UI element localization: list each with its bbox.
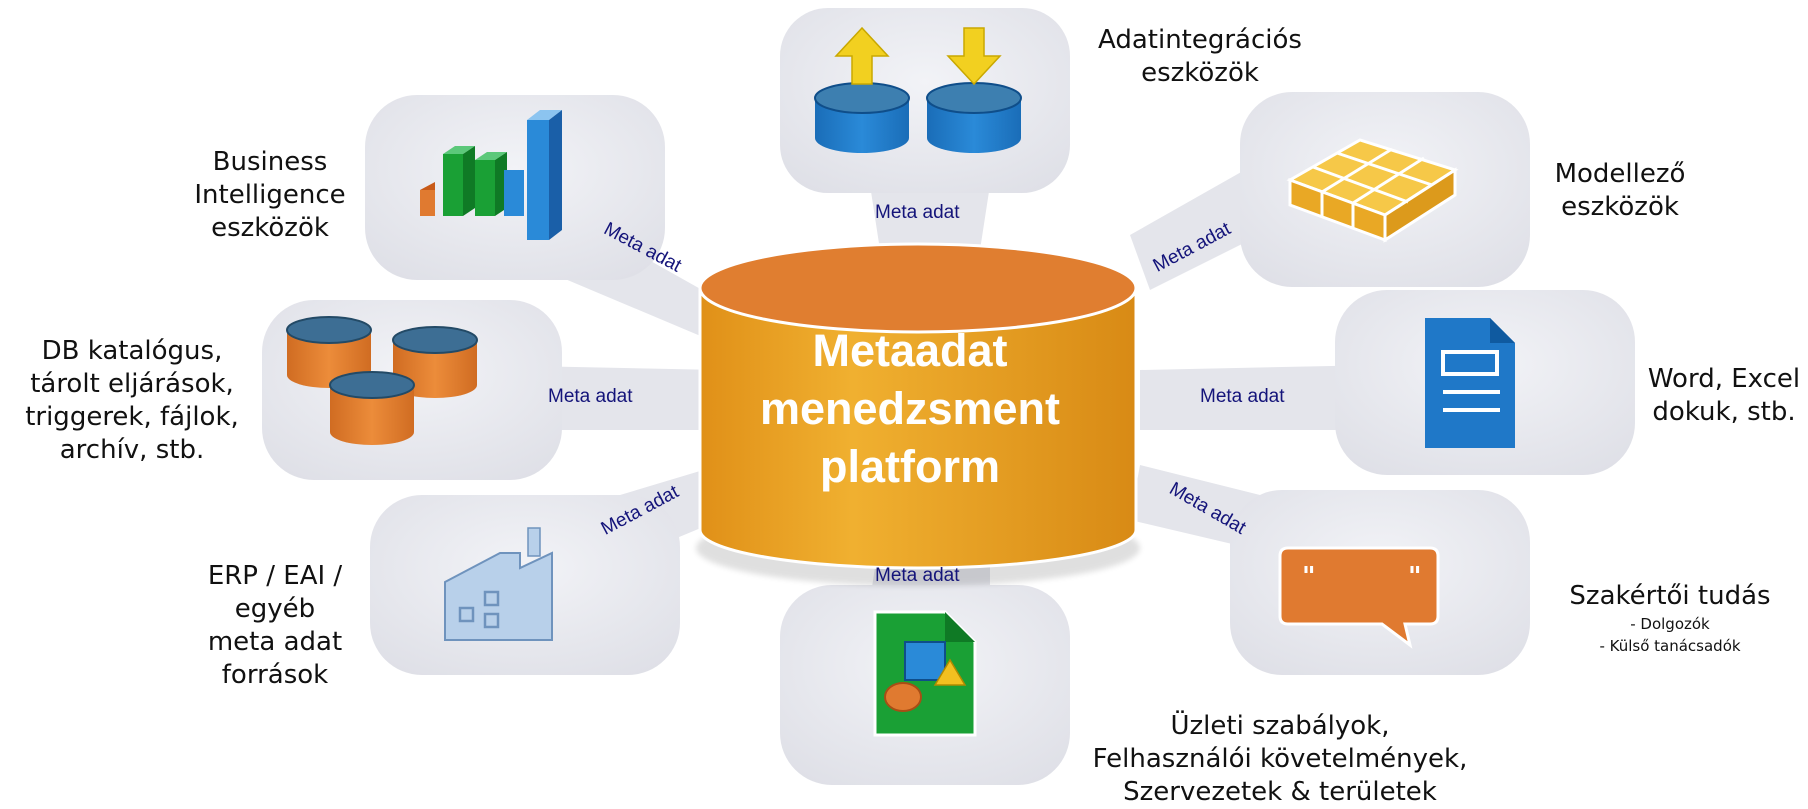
label-line: meta adat xyxy=(207,627,343,657)
svg-text:": " xyxy=(1408,562,1422,592)
label-line: Business xyxy=(212,147,328,177)
label-line: Adatintegrációs xyxy=(1098,25,1302,55)
shapes-document-icon xyxy=(873,610,977,737)
meta-label-top: Meta adat xyxy=(875,202,960,223)
speech-bubble-icon: " " xyxy=(1278,546,1440,649)
meta-label-right: Meta adat xyxy=(1200,386,1285,407)
grid-model-icon xyxy=(1286,138,1459,243)
label-bi: Business Intelligence eszközök xyxy=(180,146,360,245)
label-line: DB katalógus, xyxy=(41,336,223,366)
label-uzleti: Üzleti szabályok, Felhasználói követelmé… xyxy=(1060,710,1500,809)
connector-right xyxy=(1140,365,1380,430)
factory-icon xyxy=(444,527,553,641)
label-line: ERP / EAI / xyxy=(207,561,343,591)
platform-title-line-3: platform xyxy=(820,441,1000,492)
label-line: egyéb xyxy=(234,594,316,624)
label-line: eszközök xyxy=(211,213,329,243)
label-line: Üzleti szabályok, xyxy=(1170,711,1390,741)
label-line: források xyxy=(221,660,329,690)
label-erp: ERP / EAI / egyéb meta adat források xyxy=(180,560,370,692)
label-line: Felhasználói követelmények, xyxy=(1092,744,1468,774)
label-modellezo: Modellező eszközök xyxy=(1530,158,1710,224)
label-line: dokuk, stb. xyxy=(1652,397,1796,427)
central-platform-cylinder xyxy=(696,242,1140,586)
meta-label-left: Meta adat xyxy=(548,386,633,407)
meta-label-bottom: Meta adat xyxy=(875,565,960,586)
document-icon xyxy=(1425,318,1515,448)
label-sub-line: - Dolgozók xyxy=(1630,615,1710,633)
label-line: Word, Excel xyxy=(1647,364,1801,394)
database-transfer-icon xyxy=(814,26,1022,153)
label-line: Modellező xyxy=(1554,159,1686,189)
label-line: Intelligence xyxy=(194,180,346,210)
bar-chart-icon xyxy=(420,110,562,240)
label-line: tárolt eljárások, xyxy=(30,369,234,399)
platform-title-line-2: menedzsment xyxy=(759,383,1061,434)
label-line: Szakértői tudás xyxy=(1569,581,1771,611)
svg-text:": " xyxy=(1302,562,1316,592)
label-line: Szervezetek & területek xyxy=(1123,777,1437,807)
label-szakertoi: Szakértői tudás - Dolgozók - Külső tanác… xyxy=(1532,580,1808,657)
label-line: eszközök xyxy=(1141,58,1259,88)
databases-icon xyxy=(286,316,478,445)
label-db: DB katalógus, tárolt eljárások, triggere… xyxy=(4,335,260,467)
label-sub-line: - Külső tanácsadók xyxy=(1599,637,1741,655)
label-line: eszközök xyxy=(1561,192,1679,222)
label-line: archív, stb. xyxy=(59,435,205,465)
platform-title: Metaadat menedzsment platform xyxy=(700,322,1120,496)
platform-title-line-1: Metaadat xyxy=(812,325,1008,376)
label-word-excel: Word, Excel dokuk, stb. xyxy=(1640,363,1808,429)
connector-top xyxy=(870,185,990,250)
label-adatintegracio: Adatintegrációs eszközök xyxy=(1090,24,1310,90)
label-line: triggerek, fájlok, xyxy=(25,402,239,432)
